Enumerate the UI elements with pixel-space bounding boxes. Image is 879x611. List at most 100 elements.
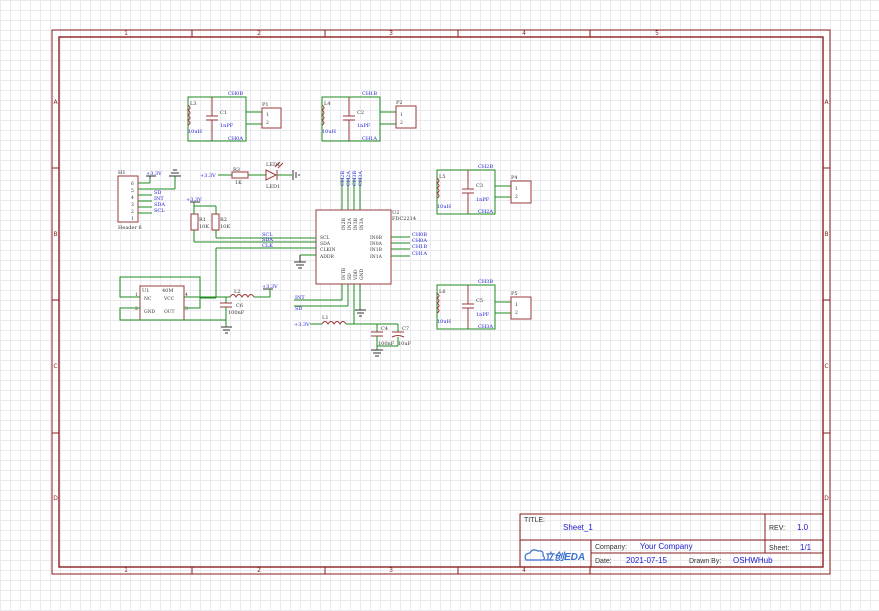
net-ch2a: CH2A — [346, 171, 352, 186]
led-indicator[interactable]: +3.3V R3 1K LED1 LED1 — [200, 161, 300, 190]
l3-designator: L3 — [190, 101, 197, 107]
svg-text:1: 1 — [131, 216, 134, 222]
c1-value: 1nPF — [220, 123, 234, 129]
svg-text:2: 2 — [400, 120, 403, 126]
u1-designator: U1 — [142, 288, 149, 294]
sheet-value: 1/1 — [800, 543, 812, 552]
svg-text:IN3A: IN3A — [359, 217, 365, 230]
net-3v3: +3.3V — [200, 173, 216, 179]
led-label: LED1 — [266, 162, 280, 168]
svg-text:IN0A: IN0A — [370, 241, 383, 247]
l5-designator: L5 — [439, 174, 446, 180]
l2-designator: L2 — [234, 289, 241, 295]
svg-text:INTB: INTB — [341, 267, 347, 280]
frame-column-labels-bottom: 1 2 3 4 — [124, 567, 526, 574]
svg-text:GND: GND — [144, 309, 156, 315]
lc-tank-ch3[interactable]: L6 10uH C5 1nPF P5 1 2 CH3B CH3A — [436, 279, 532, 330]
oscillator-u1[interactable]: U1 40M NC VCC GND OUT 1 2 4 3 L2 +3.3V C… — [119, 276, 278, 334]
row-label: C — [824, 363, 828, 370]
l6-designator: L6 — [439, 289, 446, 295]
col-label: 3 — [389, 30, 393, 37]
col-label: 1 — [124, 567, 128, 574]
sheet-label: Sheet: — [769, 545, 789, 552]
drawn-by-value: OSHWHub — [733, 556, 773, 565]
r1-designator: R1 — [199, 217, 206, 223]
company-value: Your Company — [640, 542, 693, 551]
net-ch0a: CH0A — [228, 136, 243, 142]
row-label: D — [53, 495, 58, 502]
net-ch2a: CH2A — [478, 209, 493, 215]
r2-designator: R2 — [220, 217, 227, 223]
l4-designator: L4 — [324, 101, 331, 107]
c7-value: 10uF — [398, 341, 412, 347]
svg-text:1: 1 — [135, 292, 138, 298]
net-ch2b: CH2B — [478, 164, 493, 170]
r1-value: 10K — [199, 224, 209, 230]
svg-text:IN1B: IN1B — [370, 247, 383, 253]
lc-tank-ch1[interactable]: L4 10uH C2 1nPF P2 1 2 CH1B CH1A — [321, 91, 417, 142]
cloud-logo-icon — [524, 549, 546, 561]
net-ch1a: CH1A — [362, 136, 377, 142]
svg-text:SDA: SDA — [320, 241, 331, 247]
c6-designator: C6 — [236, 303, 243, 309]
u2-designator: U2 — [392, 210, 399, 216]
svg-text:1: 1 — [515, 302, 518, 308]
frame-row-labels-right: A B C D — [824, 99, 829, 502]
net-ch3a: CH3A — [478, 324, 493, 330]
net-ch3b: CH3B — [478, 279, 493, 285]
net-int: INT — [154, 196, 164, 202]
r3-designator: R3 — [233, 167, 240, 173]
drawn-by-label: Drawn By: — [689, 558, 721, 565]
svg-text:6: 6 — [131, 181, 134, 187]
col-label: 4 — [522, 30, 526, 37]
net-3v3: +3.3V — [186, 197, 202, 203]
c2-designator: C2 — [357, 110, 364, 116]
row-label: A — [824, 99, 829, 106]
p1-designator: P1 — [262, 102, 269, 108]
svg-text:1: 1 — [515, 186, 518, 192]
svg-text:2: 2 — [266, 120, 269, 126]
p2-designator: P2 — [396, 100, 403, 106]
svg-text:CLKIN: CLKIN — [320, 247, 336, 253]
p4-designator: P4 — [511, 175, 518, 181]
svg-text:SD: SD — [347, 273, 353, 280]
l4-value: 10uH — [322, 129, 337, 135]
net-3v3: +3.3V — [262, 284, 278, 290]
net-scl: SCL — [154, 208, 165, 214]
svg-text:5: 5 — [131, 188, 134, 194]
svg-text:SCL: SCL — [320, 235, 330, 241]
net-clk: CLK — [262, 243, 273, 249]
col-label: 4 — [522, 567, 526, 574]
i2c-pullup-resistors[interactable]: +3.3V R1 10K R2 10K — [186, 197, 230, 242]
sheet-frame — [51, 29, 831, 575]
svg-text:1: 1 — [266, 112, 269, 118]
header-6-connector[interactable]: H1 Header 6 6 5 4 3 2 1 +3.3V SD INT SDA… — [117, 169, 181, 231]
rev-label: REV: — [769, 525, 785, 532]
svg-text:1: 1 — [400, 112, 403, 118]
power-filter[interactable]: +3.3V L1 C4 100nF C7 10uF — [294, 315, 412, 357]
title-block: TITLE: Sheet_1 REV: 1.0 Company: Your Co… — [519, 513, 824, 568]
net-ch1a: CH1A — [412, 251, 427, 257]
col-label: 2 — [257, 567, 261, 574]
svg-text:ADDR: ADDR — [319, 254, 334, 260]
ic-u2-fdc2214[interactable]: U2 FDC2214 SCL SDA CLK SCL SDA CLKIN ADD… — [194, 171, 427, 324]
net-sda: SDA — [262, 237, 273, 243]
svg-text:2: 2 — [515, 194, 518, 200]
l5-value: 10uH — [437, 204, 452, 210]
net-ch2b: CH2B — [340, 171, 346, 186]
c1-designator: C1 — [220, 110, 227, 116]
lc-tank-ch2[interactable]: L5 10uH C3 1nPF P4 1 2 CH2B CH2A — [436, 164, 532, 215]
frame-column-labels-top: 1 2 3 4 5 — [124, 30, 659, 37]
net-ch3b: CH3B — [352, 171, 358, 186]
svg-text:2: 2 — [515, 310, 518, 316]
row-label: B — [824, 231, 828, 238]
net-ch3a: CH3A — [358, 171, 364, 186]
col-label: 3 — [389, 567, 393, 574]
lc-tank-ch0[interactable]: L3 10uH C1 1nPF P1 1 2 CH0B CH0A — [187, 91, 282, 142]
row-label: D — [824, 495, 829, 502]
net-3v3: +3.3V — [146, 171, 162, 177]
date-label: Date: — [595, 558, 612, 565]
c6-value: 100nF — [228, 310, 245, 316]
c7-designator: C7 — [402, 326, 409, 332]
u1-value: 40M — [162, 288, 173, 294]
